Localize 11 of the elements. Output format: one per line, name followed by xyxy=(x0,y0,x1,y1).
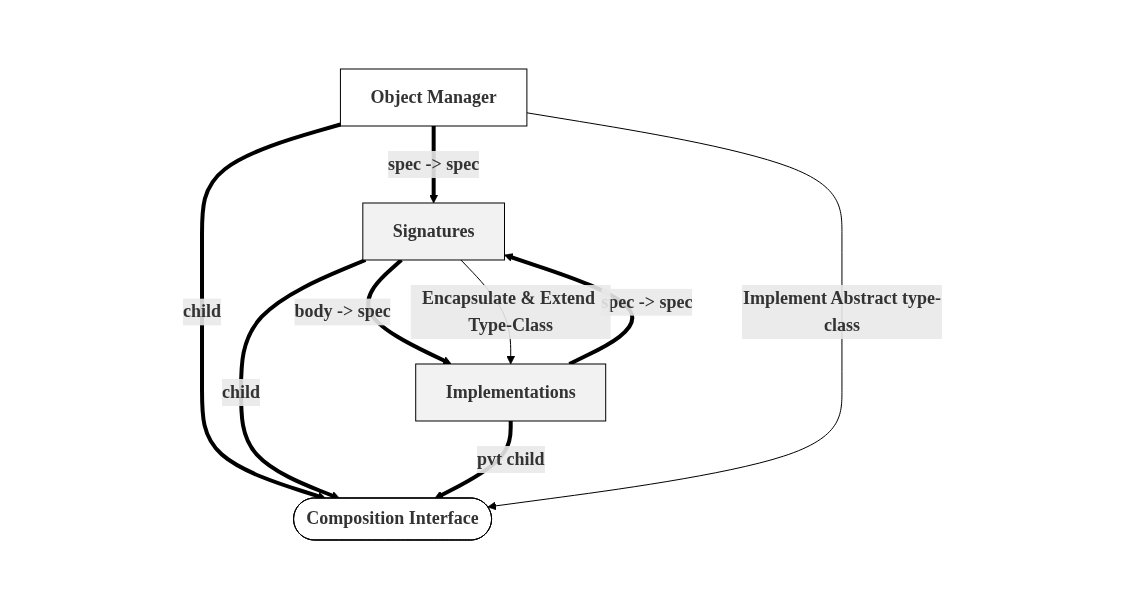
edge-label: spec -> spec xyxy=(388,154,480,174)
node-box: Implementations xyxy=(415,363,607,422)
edge-label: body -> spec xyxy=(294,301,391,322)
edge-label: Encapsulate & Extend Type-Class xyxy=(421,287,595,335)
node-box: Signatures xyxy=(362,202,505,261)
arrow xyxy=(487,112,843,511)
node-box: Object Manager xyxy=(339,68,528,127)
edge-label: Implement Abstract type-class xyxy=(742,287,941,335)
edge-label: pvt child xyxy=(476,448,545,469)
edge-label: child xyxy=(222,381,261,402)
edge-label: child xyxy=(183,301,222,322)
